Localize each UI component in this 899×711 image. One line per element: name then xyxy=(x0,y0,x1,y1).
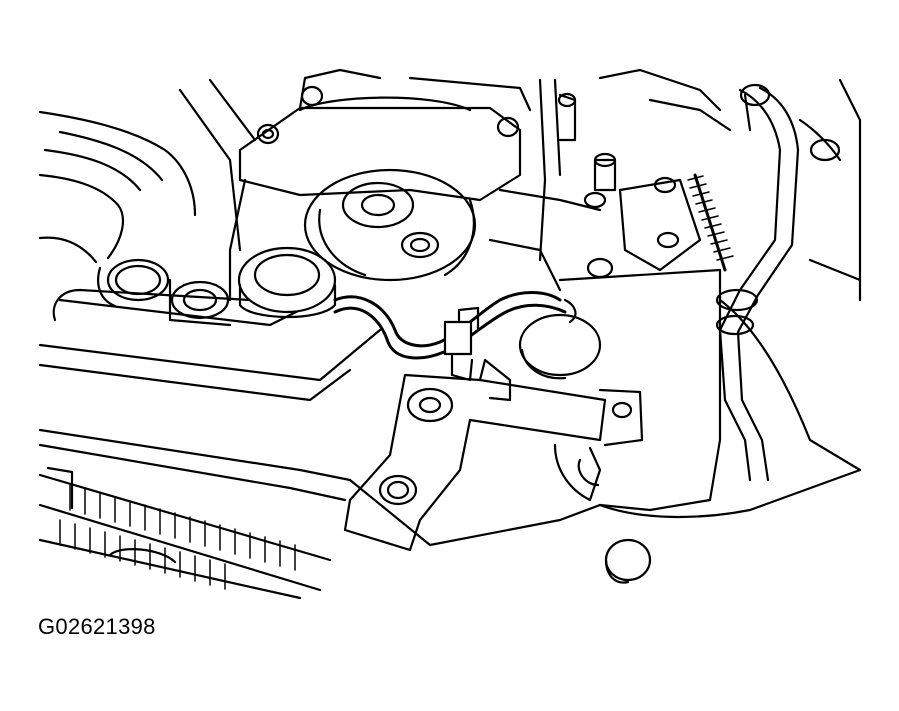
bracket-left xyxy=(168,178,247,327)
radiator-fins xyxy=(38,466,332,600)
right-housing xyxy=(553,268,862,519)
pulley xyxy=(303,168,477,282)
top-right-components xyxy=(598,68,862,302)
mounting-bracket xyxy=(343,358,644,552)
grommet xyxy=(604,538,652,584)
filler-cap xyxy=(237,246,337,319)
engine-bay-line-drawing xyxy=(38,68,862,600)
cover-plug xyxy=(518,313,602,380)
connector xyxy=(443,306,480,382)
timing-cover xyxy=(238,68,532,202)
figure-code: G02621398 xyxy=(38,614,156,639)
hose-clamp xyxy=(97,258,170,308)
sensor-assembly xyxy=(557,92,702,279)
background-lines xyxy=(178,78,602,547)
intake-hose xyxy=(38,110,197,264)
fuel-line xyxy=(715,83,800,482)
spring-coil xyxy=(687,173,734,272)
